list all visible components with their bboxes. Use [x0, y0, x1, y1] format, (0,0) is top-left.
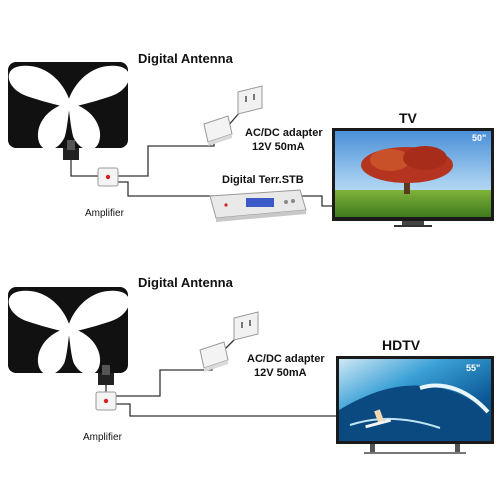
tv-icon — [332, 128, 494, 227]
adapter-label-line2: 12V 50mA — [254, 367, 307, 379]
tv-label: TV — [399, 110, 418, 126]
set-top-box-icon — [209, 189, 307, 222]
amplifier-label: Amplifier — [85, 208, 125, 219]
screen-size-label: 55" — [466, 363, 480, 373]
screen-size-label: 50" — [472, 133, 486, 143]
tv-icon — [336, 356, 494, 454]
stb-label: Digital Terr.STB — [222, 174, 304, 186]
antenna-label: Digital Antenna — [138, 51, 234, 66]
amplifier-icon — [95, 391, 117, 411]
diagram-bottom: Digital Antenna Amplifier AC/DC adapter … — [8, 275, 494, 454]
butterfly-antenna-icon — [8, 287, 130, 385]
wall-socket-icon — [237, 85, 263, 115]
diagram-top: Digital Antenna Amplifier AC/DC adapter … — [8, 51, 494, 227]
power-adapter-icon — [203, 115, 233, 146]
wall-socket-icon — [233, 311, 259, 341]
power-adapter-icon — [199, 341, 229, 372]
adapter-label-line2: 12V 50mA — [252, 141, 305, 153]
antenna-label: Digital Antenna — [138, 275, 234, 290]
adapter-label-line1: AC/DC adapter — [247, 353, 325, 365]
amplifier-label: Amplifier — [83, 432, 123, 443]
adapter-label-line1: AC/DC adapter — [245, 127, 323, 139]
amplifier-icon — [97, 167, 119, 187]
butterfly-antenna-icon — [8, 62, 130, 160]
tv-label: HDTV — [382, 337, 421, 353]
